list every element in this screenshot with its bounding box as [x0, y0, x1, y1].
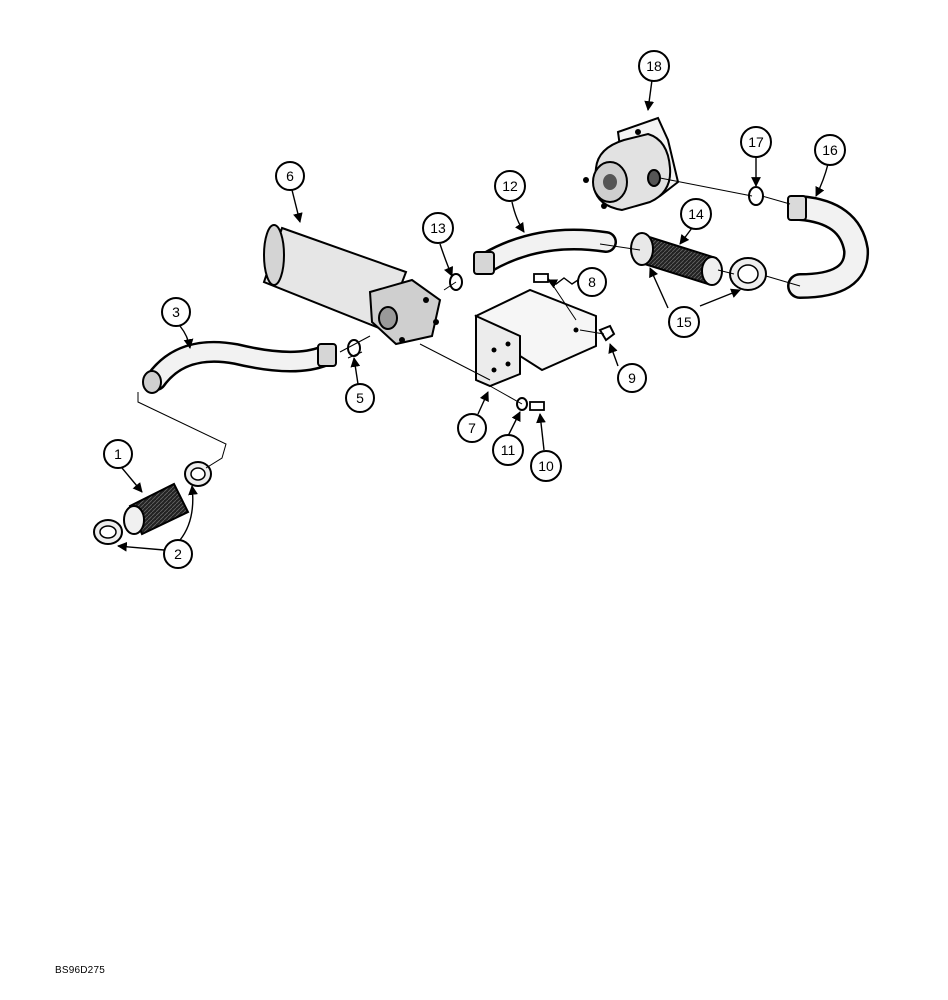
callout-3-label: 3: [172, 304, 180, 320]
callout-10: 10: [530, 450, 562, 482]
callout-17: 17: [740, 126, 772, 158]
callout-1: 1: [103, 439, 133, 469]
bolt-10: [529, 401, 545, 411]
sleeve-1: [123, 482, 190, 536]
callout-2: 2: [163, 539, 193, 569]
leader-lines: [117, 79, 829, 552]
callout-15-label: 15: [676, 314, 692, 330]
callout-8: 8: [577, 267, 607, 297]
hose-12: [473, 228, 617, 275]
callout-16-label: 16: [822, 142, 838, 158]
callout-18: 18: [638, 50, 670, 82]
callout-11: 11: [492, 434, 524, 466]
o-ring-13: [449, 273, 463, 291]
callout-8-label: 8: [588, 274, 596, 290]
callout-6-label: 6: [286, 168, 294, 184]
callout-13: 13: [422, 212, 454, 244]
figure-reference-code: BS96D275: [55, 965, 105, 976]
callout-15: 15: [668, 306, 700, 338]
alignment-lines: [137, 177, 801, 469]
callout-9: 9: [617, 363, 647, 393]
filter-6: [262, 224, 442, 346]
callout-5-label: 5: [356, 390, 364, 406]
callout-3: 3: [161, 297, 191, 327]
hose-16: [787, 195, 869, 299]
callout-13-label: 13: [430, 220, 446, 236]
callout-14: 14: [680, 198, 712, 230]
callout-12: 12: [494, 170, 526, 202]
callout-2-label: 2: [174, 546, 182, 562]
callout-16: 16: [814, 134, 846, 166]
callout-11-label: 11: [501, 442, 516, 458]
callout-7: 7: [457, 413, 487, 443]
callout-17-label: 17: [748, 134, 764, 150]
callout-5: 5: [345, 383, 375, 413]
callout-10-label: 10: [538, 458, 554, 474]
callout-7-label: 7: [468, 420, 476, 436]
callout-1-label: 1: [114, 446, 122, 462]
callout-6: 6: [275, 161, 305, 191]
clamps-2: [93, 461, 212, 545]
bolt-8: [533, 273, 549, 283]
callout-18-label: 18: [646, 58, 662, 74]
bracket-7: [474, 288, 597, 388]
hose-3: [142, 340, 337, 394]
callout-12-label: 12: [502, 178, 518, 194]
nut-9: [598, 324, 616, 342]
callout-9-label: 9: [628, 370, 636, 386]
pump-part: [583, 116, 680, 212]
callout-14-label: 14: [688, 206, 704, 222]
